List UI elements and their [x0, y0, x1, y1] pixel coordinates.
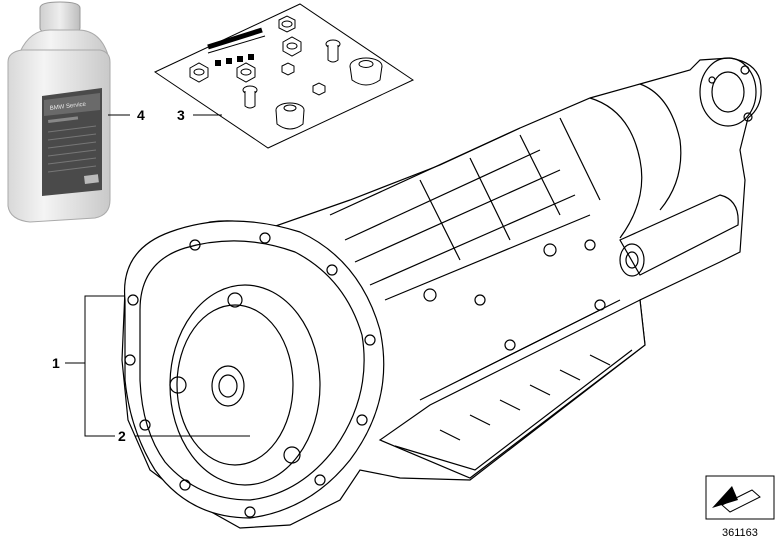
callout-2: 2 — [118, 428, 126, 444]
kit-bolt — [282, 36, 302, 57]
bolt-kit-panel — [153, 3, 415, 149]
output-flange — [699, 57, 757, 127]
kit-pin — [325, 39, 341, 63]
kit-seal — [349, 57, 383, 86]
bottle-label-text: BMW Service — [50, 102, 87, 112]
kit-pin — [242, 85, 258, 109]
kit-bolt — [236, 62, 256, 83]
callout-3: 3 — [177, 107, 185, 123]
direction-arrow-icon — [712, 486, 761, 513]
callout-1: 1 — [52, 355, 60, 371]
side-cylinder — [619, 194, 739, 277]
oil-pan — [378, 299, 646, 479]
reference-box: 361163 — [705, 475, 775, 539]
kit-bolt — [278, 15, 296, 33]
oil-bottle: BMW Service — [7, 1, 111, 223]
reference-number: 361163 — [722, 527, 758, 539]
callout-4: 4 — [137, 107, 145, 123]
kit-nut — [281, 62, 295, 76]
torque-converter — [169, 284, 321, 486]
callout-leaders — [65, 114, 250, 437]
bottle-label: BMW Service — [42, 88, 102, 196]
seal-strip — [207, 27, 266, 66]
transmission-assembly — [121, 57, 762, 529]
kit-seal — [275, 102, 305, 130]
kit-nut — [312, 82, 326, 96]
kit-bolt — [189, 62, 209, 83]
